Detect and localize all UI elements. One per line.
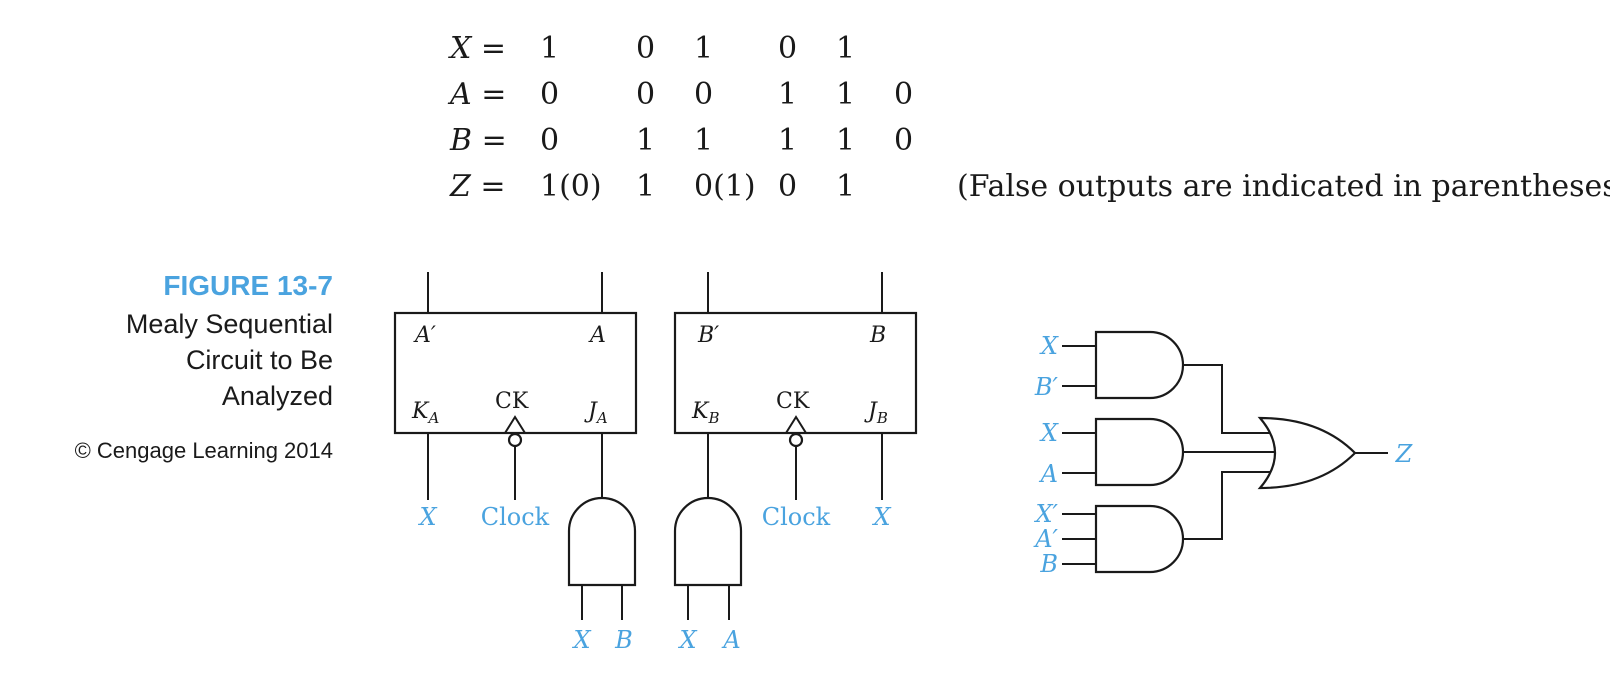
false-output-note: (False outputs are indicated in parenthe…: [957, 169, 1610, 204]
flipflop-b-q-label: B: [869, 323, 886, 348]
figure-number: FIGURE 13-7: [163, 270, 333, 301]
and-gate-kb-label-x: X: [677, 626, 697, 654]
flipflop-a-k-input-label: X: [417, 503, 437, 531]
row-label: A =: [447, 77, 506, 112]
seq-cell: 0: [894, 123, 913, 158]
seq-cell: 1: [836, 31, 855, 66]
flipflop-a-q-label: A: [588, 323, 606, 348]
sequence-row-z: Z = 1(0) 1 0(1) 0 1: [449, 169, 855, 204]
flipflop-a-body: [393, 311, 638, 435]
seq-cell: 0: [636, 77, 655, 112]
seq-cell: 0: [694, 77, 713, 112]
row-label: B =: [449, 123, 507, 158]
sequence-row-b: B = 0 1 1 1 1 0: [449, 123, 913, 158]
flipflop-b: B′ B KB CK JB Clock X X A: [673, 272, 918, 654]
flipflop-b-k-label: KB: [691, 399, 719, 427]
wire-and3-to-or: [1183, 471, 1271, 540]
and-gate-2-label-a: A: [1039, 460, 1058, 488]
wire-and1-to-or: [1183, 364, 1271, 434]
seq-cell: 1: [540, 31, 559, 66]
and-gate-3: [1094, 504, 1185, 574]
seq-cell: 0: [778, 31, 797, 66]
caption-line: Circuit to Be: [186, 345, 333, 375]
and-gate-3-label-b: B: [1039, 550, 1058, 578]
and-gate-1: [1094, 330, 1185, 400]
and-gate-ja-label-b: B: [614, 626, 633, 654]
seq-cell: 0: [540, 77, 559, 112]
seq-cell: 1: [778, 123, 797, 158]
flipflop-a-qbar-label: A′: [413, 323, 436, 348]
flipflop-a-clock-label: Clock: [481, 503, 550, 531]
and-gate-ja: [567, 496, 637, 587]
and-gate-kb-label-a: A: [721, 626, 740, 654]
sequence-row-x: X = 1 0 1 0 1: [448, 31, 855, 66]
copyright: © Cengage Learning 2014: [75, 438, 333, 463]
and-gate-kb: [673, 496, 743, 587]
flipflop-b-clock-triangle: [785, 415, 807, 434]
flipflop-b-clock-bubble: [788, 432, 804, 448]
and-gate-1-label-bbar: B′: [1034, 373, 1059, 401]
flipflop-b-ck-label: CK: [776, 389, 810, 414]
seq-cell: 1: [636, 123, 655, 158]
flipflop-b-j-label: JB: [864, 399, 888, 427]
seq-cell: 0(1): [694, 169, 756, 204]
sequence-table: X = 1 0 1 0 1 A = 0 0 0 1 1 0 B = 0 1 1 …: [447, 31, 1610, 204]
row-label: Z =: [449, 169, 506, 204]
flipflop-b-qbar-label: B′: [697, 323, 719, 348]
seq-cell: 1: [836, 123, 855, 158]
and-gate-1-label-x: X: [1039, 332, 1059, 360]
output-z-label: Z: [1395, 440, 1414, 468]
sequence-row-a: A = 0 0 0 1 1 0: [447, 77, 913, 112]
flipflop-a-clock-bubble: [507, 432, 523, 448]
flipflop-b-j-input-label: X: [871, 503, 891, 531]
seq-cell: 1: [836, 77, 855, 112]
flipflop-a-ck-label: CK: [495, 389, 529, 414]
and-gate-ja-label-x: X: [571, 626, 591, 654]
seq-cell: 0: [894, 77, 913, 112]
seq-cell: 1: [836, 169, 855, 204]
flipflop-b-clock-label: Clock: [762, 503, 831, 531]
seq-cell: 1: [636, 169, 655, 204]
seq-cell: 1(0): [540, 169, 602, 204]
seq-cell: 1: [694, 123, 713, 158]
figure-caption: FIGURE 13-7 Mealy Sequential Circuit to …: [75, 270, 333, 463]
seq-cell: 1: [778, 77, 797, 112]
or-gate: [1257, 416, 1357, 490]
flipflop-a-clock-triangle: [504, 415, 526, 434]
flipflop-a-k-label: KA: [411, 399, 439, 427]
flipflop-a: A′ A KA CK JA X Clock X B: [393, 272, 638, 654]
output-logic: X B′ X A X′ A′ B Z: [1033, 330, 1414, 578]
row-label: X =: [448, 31, 506, 66]
seq-cell: 1: [694, 31, 713, 66]
and-gate-3-label-abar: A′: [1033, 525, 1058, 553]
and-gate-3-label-xbar: X′: [1033, 500, 1058, 528]
flipflop-b-body: [673, 311, 918, 435]
caption-line: Mealy Sequential: [126, 309, 333, 339]
flipflop-a-j-label: JA: [584, 399, 608, 427]
seq-cell: 0: [778, 169, 797, 204]
and-gate-2-label-x: X: [1039, 419, 1059, 447]
seq-cell: 0: [636, 31, 655, 66]
seq-cell: 0: [540, 123, 559, 158]
and-gate-2: [1094, 417, 1185, 487]
caption-line: Analyzed: [222, 381, 333, 411]
